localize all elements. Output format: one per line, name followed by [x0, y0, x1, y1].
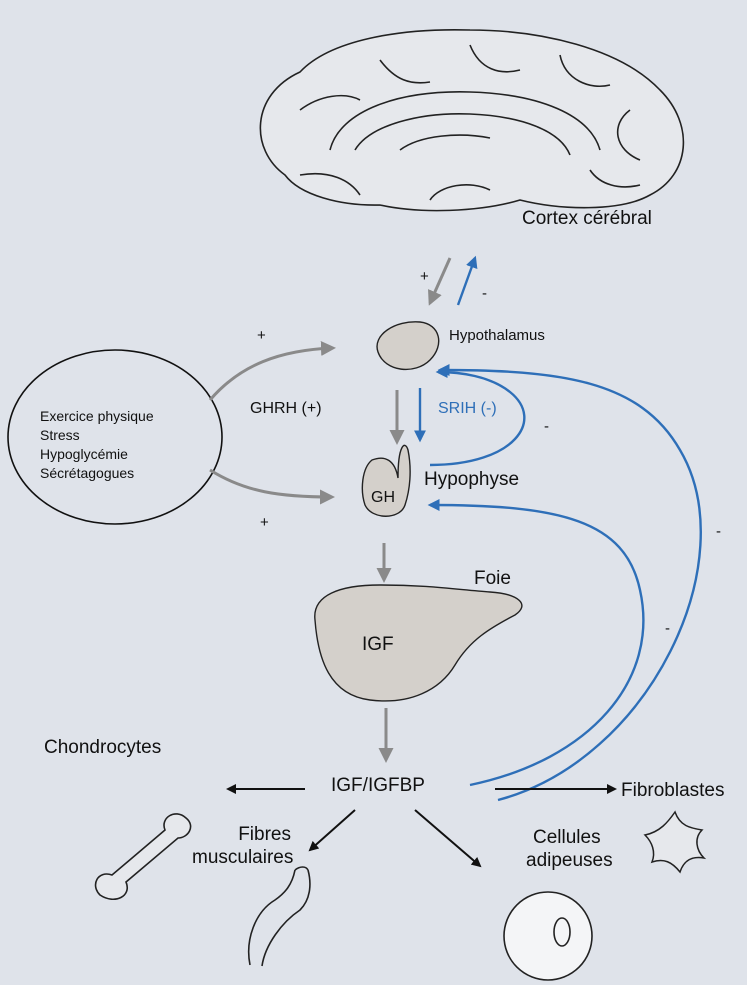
label-igf: IGF	[362, 634, 394, 656]
label-srih: SRIH (-)	[438, 400, 497, 418]
label-gh: GH	[371, 489, 395, 507]
hypothalamus-to-cortex-arrow	[458, 258, 475, 305]
label-chondrocytes: Chondrocytes	[44, 737, 161, 759]
label-fibres-line1: Fibres	[209, 824, 291, 846]
label-cellules-line2: adipeuses	[526, 850, 613, 872]
stimuli-to-hypothalamus-arrow	[210, 348, 333, 400]
label-cortex: Cortex cérébral	[522, 208, 652, 230]
label-hypothalamus: Hypothalamus	[449, 327, 545, 344]
hypothalamus-shape	[377, 322, 439, 370]
bone-illustration	[96, 814, 191, 899]
cortex-to-hypothalamus-arrow	[430, 258, 450, 303]
label-fibroblastes: Fibroblastes	[621, 780, 725, 802]
to-cellules-arrow	[415, 810, 480, 866]
sign-minus-inner-loop: -	[665, 620, 670, 637]
label-cellules-line1: Cellules	[533, 827, 601, 849]
to-fibres-arrow	[310, 810, 355, 850]
label-foie: Foie	[474, 568, 511, 590]
sign-plus-cortex: +	[420, 268, 429, 285]
stimulus-stress: Stress	[40, 427, 80, 443]
sign-minus-cortex: -	[482, 285, 487, 302]
label-ghrh: GHRH (+)	[250, 400, 322, 418]
sign-plus-stimuli-top: +	[257, 327, 266, 344]
liver-shape	[315, 585, 522, 701]
fibroblast-illustration	[645, 812, 704, 872]
muscle-fibre-illustration	[249, 867, 310, 966]
fat-cell-illustration	[504, 892, 592, 980]
sign-plus-stimuli-bottom: +	[260, 514, 269, 531]
sign-minus-outer-loop: -	[716, 523, 721, 540]
stimuli-to-gh-arrow	[210, 470, 332, 497]
label-igf-igfbp: IGF/IGFBP	[331, 775, 425, 797]
brain-illustration	[260, 30, 683, 211]
gh-feedback-arrow	[430, 372, 524, 465]
stimulus-hypoglycemie: Hypoglycémie	[40, 446, 128, 462]
sign-minus-gh-loop: -	[544, 418, 549, 435]
label-hypophyse: Hypophyse	[424, 469, 519, 491]
label-fibres-line2: musculaires	[192, 847, 293, 869]
stimulus-secretagogues: Sécrétagogues	[40, 465, 134, 481]
stimulus-exercice: Exercice physique	[40, 408, 154, 424]
